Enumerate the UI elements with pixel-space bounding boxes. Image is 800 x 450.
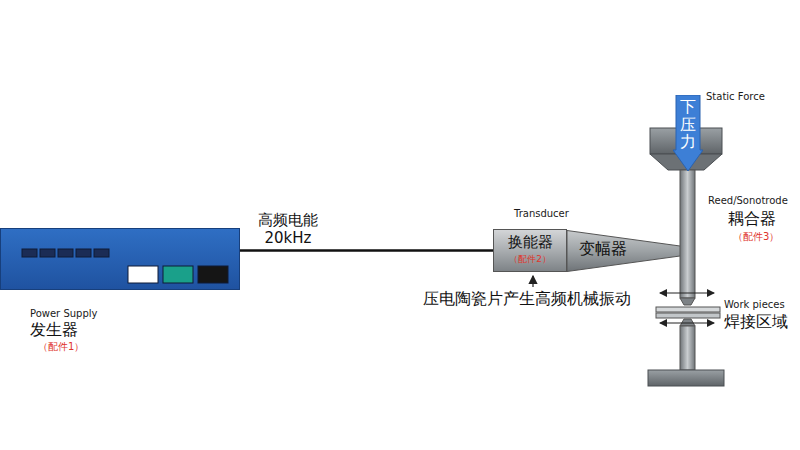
booster-horn: 变幅器 [567,230,680,272]
annotation-label: Static Force [706,91,765,103]
node-text: Power Supply [30,308,98,320]
work-piece [656,307,720,312]
vibration-arrow [660,293,714,294]
annotation-label: Reed/Sonotrode [708,195,788,207]
edge-label: 高频电能 20kHz [250,211,326,247]
node-text: （配件2） [493,254,567,264]
work-piece [656,313,720,318]
annotation-label: 压电陶瓷片产生高频机械振动 [423,290,631,308]
power-supply-box: Power Supply发生器（配件1） [0,228,240,290]
node-text: 换能器 [493,234,567,251]
power-supply-panel [0,228,240,290]
vibration-arrow [660,323,714,324]
annotation-label: 耦合器 [728,210,776,228]
leader-arrow [532,276,533,287]
node-text: 下压力 [680,98,696,151]
anvil-rod [680,326,695,370]
annotation-label: Transducer [514,208,569,220]
power-cable [240,250,493,251]
transducer-box: 换能器 （配件2） [493,229,567,272]
annotation-label: 焊接区域 [724,313,788,331]
annotation-label: （配件3） [733,231,779,243]
anvil-base [648,370,724,386]
node-text: （配件1） [38,341,84,353]
annotation-label: Work pieces [724,299,785,311]
node-text: 变幅器 [579,240,627,258]
sonotrode-tip [680,298,695,305]
sonotrode-rod [680,170,695,298]
node-text: 发生器 [30,321,78,339]
static-force-arrow: 下压力 [673,95,703,171]
